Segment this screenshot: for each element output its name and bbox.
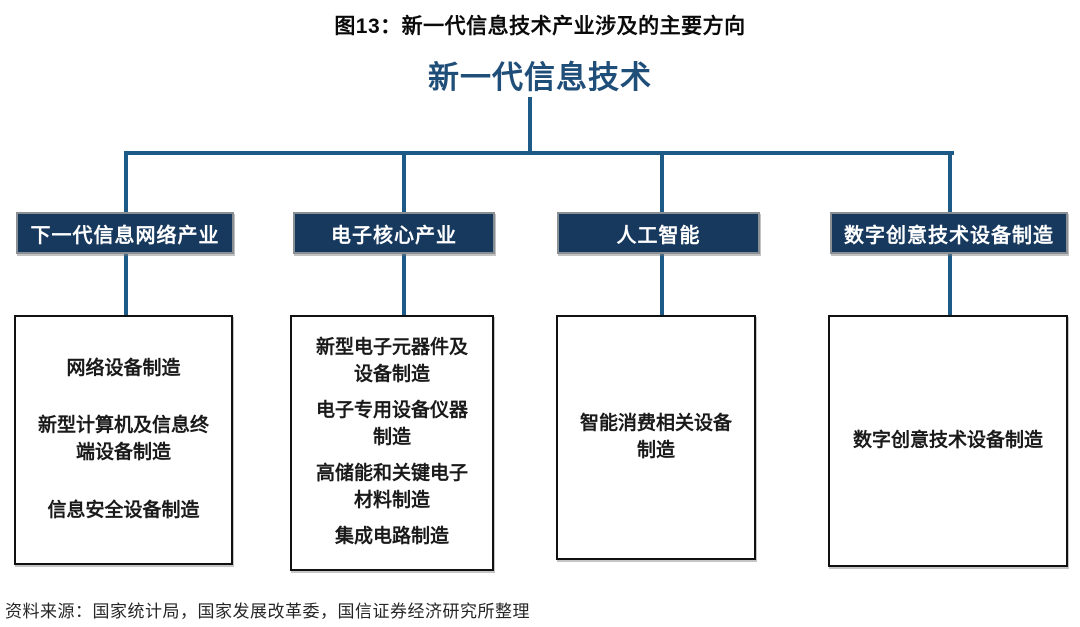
branch-header-electronic-core: 电子核心产业 [293,212,495,254]
content-item: 新型计算机及信息终 端设备制造 [37,415,209,463]
branch-2-bottom-connector [402,254,406,315]
branch-4-top-connector [948,151,952,214]
branch-content-ai: 智能消费相关设备 制造 [556,315,756,560]
root-node-label: 新一代信息技术 [428,60,652,95]
trunk-horizontal-connector [124,151,954,155]
content-item: 电子专用设备仪器 制造 [315,400,468,448]
branch-1-bottom-connector [124,254,128,315]
source-note: 资料来源：国家统计局，国家发展改革委，国信证券经济研究所整理 [5,602,530,621]
content-item: 高储能和关键电子 材料制造 [315,463,468,511]
branch-3-bottom-connector [660,254,664,315]
branch-content-digital-creative: 数字创意技术设备制造 [828,315,1068,567]
branch-1-top-connector [124,151,128,214]
content-item: 集成电路制造 [334,526,449,548]
content-item: 信息安全设备制造 [47,499,200,521]
content-item: 网络设备制造 [66,357,181,379]
branch-4-bottom-connector [948,254,952,315]
branch-header-next-gen-network: 下一代信息网络产业 [16,212,234,254]
branch-header-digital-creative: 数字创意技术设备制造 [830,212,1068,254]
content-item: 智能消费相关设备 制造 [579,412,732,461]
branch-content-electronic-core: 新型电子元器件及 设备制造 电子专用设备仪器 制造 高储能和关键电子 材料制造 … [290,315,494,571]
figure-title: 图13：新一代信息技术产业涉及的主要方向 [334,15,746,38]
branch-content-next-gen-network: 网络设备制造 新型计算机及信息终 端设备制造 信息安全设备制造 [14,315,233,565]
content-item: 新型电子元器件及 设备制造 [315,336,468,385]
branch-header-ai: 人工智能 [557,212,760,254]
content-item: 数字创意技术设备制造 [852,429,1043,451]
branch-3-top-connector [660,151,664,214]
root-stem-connector [528,97,532,153]
branch-2-top-connector [402,151,406,214]
